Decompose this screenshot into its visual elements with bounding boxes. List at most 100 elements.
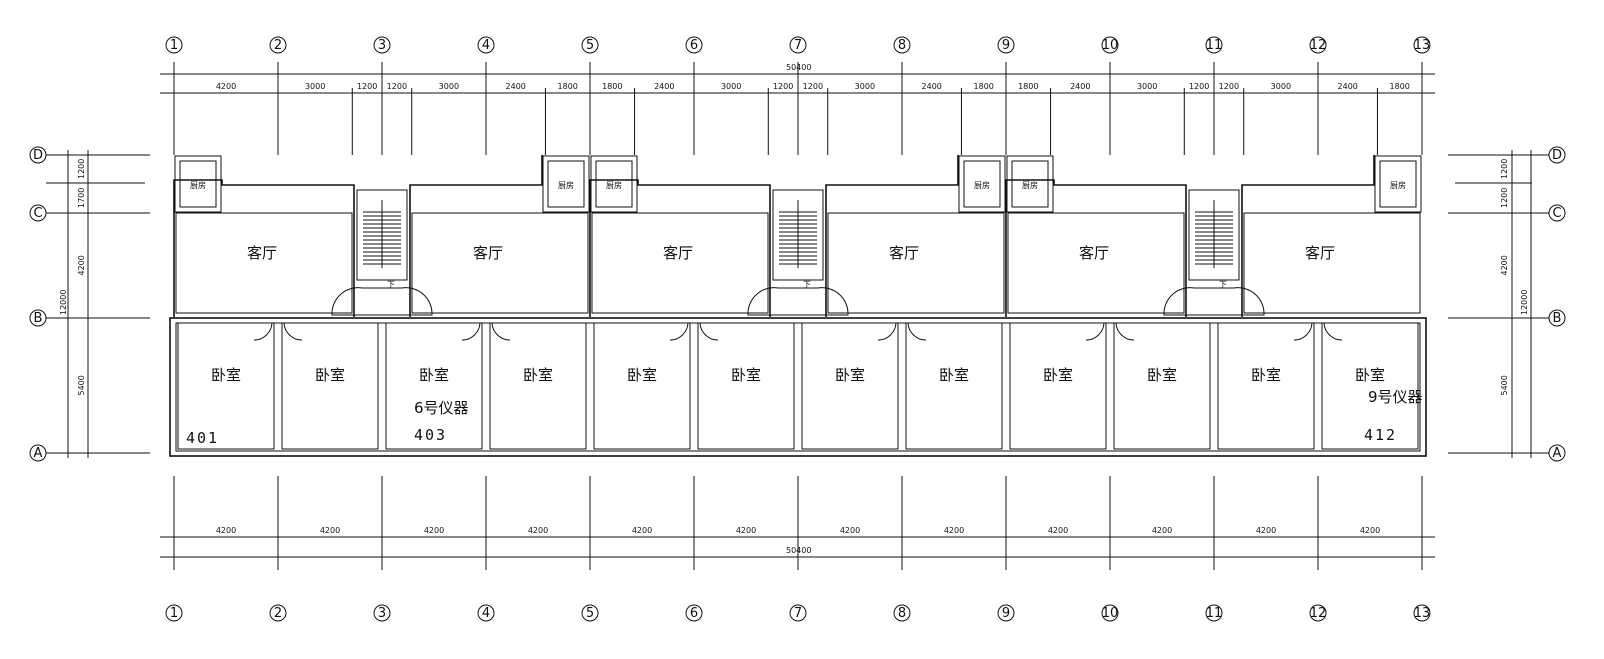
right-total-dimension: 12000 — [1520, 290, 1529, 315]
bottom-dim-text: 4200 — [736, 526, 756, 535]
left-dim-text: 1700 — [77, 188, 86, 208]
door-swing — [1115, 322, 1135, 341]
bedroom-label: 卧室 — [731, 366, 761, 384]
axis-label-bottom: 5 — [586, 606, 594, 621]
top-dim-text: 2400 — [506, 82, 526, 91]
left-dim-text: 5400 — [77, 375, 86, 395]
kitchen-box-right — [542, 155, 590, 213]
kitchen-inner-left — [179, 160, 217, 208]
kitchen-box-left — [1006, 155, 1054, 213]
door-swing — [283, 322, 303, 341]
living-outline-left — [173, 179, 355, 317]
label-instrument-9: 9号仪器 — [1368, 388, 1423, 406]
right-dim-text: 1200 — [1500, 159, 1509, 179]
bedroom-label: 卧室 — [419, 366, 449, 384]
top-dim-text: 2400 — [1338, 82, 1358, 91]
axis-bubble-bottom — [1205, 604, 1223, 622]
axis-bubble-top — [893, 36, 911, 54]
living-room-label: 客厅 — [663, 244, 693, 262]
right-dim-text: 4200 — [1500, 255, 1509, 275]
axis-label-bottom: 1 — [170, 606, 178, 621]
row-label-right: D — [1552, 148, 1562, 163]
axis-label-bottom: 10 — [1102, 606, 1119, 621]
kitchen-label-right: 厨房 — [558, 180, 574, 190]
bottom-total-dimension: 50400 — [786, 546, 811, 555]
axis-label-bottom: 4 — [482, 606, 490, 621]
bottom-dim-text: 4200 — [1256, 526, 1276, 535]
door-swing — [461, 322, 481, 341]
top-dim-text: 2400 — [1070, 82, 1090, 91]
bottom-dim-text: 4200 — [216, 526, 236, 535]
kitchen-label-right: 厨房 — [1390, 180, 1406, 190]
door-swing — [1085, 322, 1105, 341]
axis-label-top: 7 — [794, 38, 802, 53]
bedroom-label: 卧室 — [523, 366, 553, 384]
living-outline-left — [589, 179, 771, 317]
bedroom-box — [905, 322, 1003, 450]
outer-wall-bedroom-band — [169, 317, 1427, 457]
row-label-right: C — [1552, 206, 1561, 221]
living-room-right — [411, 212, 589, 314]
bottom-dim-text: 4200 — [840, 526, 860, 535]
label-room-403: 403 — [414, 426, 447, 444]
bedroom-box — [489, 322, 587, 450]
kitchen-box-right — [1374, 155, 1422, 213]
bedroom-box — [385, 322, 483, 450]
row-bubble-right — [1548, 309, 1566, 327]
top-dim-text: 3000 — [1137, 82, 1157, 91]
axis-bubble-top — [1101, 36, 1119, 54]
axis-bubble-top — [1205, 36, 1223, 54]
axis-bubble-bottom — [685, 604, 703, 622]
axis-bubble-top — [789, 36, 807, 54]
axis-label-top: 8 — [898, 38, 906, 53]
axis-bubble-bottom — [893, 604, 911, 622]
rooms: 客厅客厅客厅客厅客厅客厅卧室卧室卧室卧室卧室卧室卧室卧室卧室卧室卧室卧室 — [211, 244, 1385, 384]
bedroom-label: 卧室 — [1355, 366, 1385, 384]
stair-well — [1188, 189, 1240, 281]
left-dim-text: 4200 — [77, 255, 86, 275]
axis-label-top: 9 — [1002, 38, 1010, 53]
row-bubble-left — [29, 204, 47, 222]
living-room-label: 客厅 — [1305, 244, 1335, 262]
axis-label-bottom: 2 — [274, 606, 282, 621]
bedroom-label: 卧室 — [627, 366, 657, 384]
stair-note: 下 — [803, 280, 811, 289]
bedroom-box — [697, 322, 795, 450]
axis-bubble-bottom — [789, 604, 807, 622]
axis-bubble-bottom — [1413, 604, 1431, 622]
living-room-label: 客厅 — [247, 244, 277, 262]
axis-label-bottom: 7 — [794, 606, 802, 621]
door-swing — [699, 322, 719, 341]
axis-bubble-bottom — [477, 604, 495, 622]
kitchen-label-left: 厨房 — [1022, 180, 1038, 190]
inner-wall-bedroom-band — [175, 322, 1421, 452]
living-outline-right — [1241, 155, 1375, 317]
axis-bubble-top — [1413, 36, 1431, 54]
living-room-label: 客厅 — [473, 244, 503, 262]
top-dim-text: 3000 — [439, 82, 459, 91]
living-room-left — [1007, 212, 1185, 314]
kitchen-inner-left — [595, 160, 633, 208]
axis-bubble-bottom — [997, 604, 1015, 622]
bottom-dim-text: 4200 — [1360, 526, 1380, 535]
axis-label-top: 11 — [1206, 38, 1223, 53]
left-dim-text: 1200 — [77, 159, 86, 179]
bedroom-label: 卧室 — [1251, 366, 1281, 384]
axis-bubble-bottom — [373, 604, 391, 622]
top-dim-text: 3000 — [855, 82, 875, 91]
kitchen-box-left — [174, 155, 222, 213]
door-swing — [907, 322, 927, 341]
label-instrument-6: 6号仪器 — [414, 399, 469, 417]
axis-bubble-top — [165, 36, 183, 54]
axis-bubble-top — [477, 36, 495, 54]
axis-label-top: 1 — [170, 38, 178, 53]
axis-bubble-top — [581, 36, 599, 54]
living-room-right — [827, 212, 1005, 314]
right-dim-text: 1200 — [1500, 188, 1509, 208]
top-total-dimension: 50400 — [786, 63, 811, 72]
kitchen-label-left: 厨房 — [606, 180, 622, 190]
top-dim-text: 1800 — [558, 82, 578, 91]
top-dim-text: 1800 — [1390, 82, 1410, 91]
stair-well — [356, 189, 408, 281]
top-dim-text: 2400 — [654, 82, 674, 91]
